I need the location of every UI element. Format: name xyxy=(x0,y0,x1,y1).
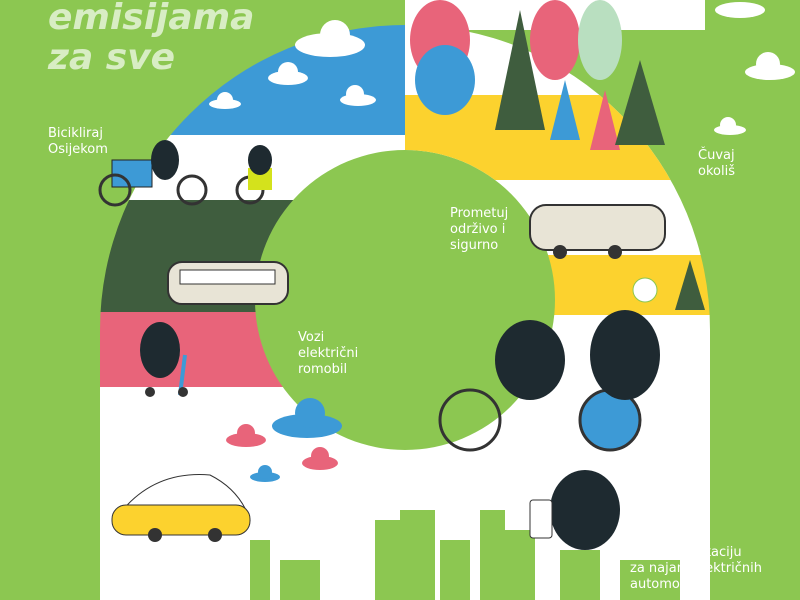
sky-clouds-colored xyxy=(226,398,342,482)
label-text: za najam električnih xyxy=(630,561,762,576)
label-transport: Prometuj održivo i sigurno xyxy=(450,206,508,254)
label-environment: Čuvaj okoliš xyxy=(698,148,735,180)
cargo-bike-illustration xyxy=(98,140,208,207)
scooter-illustration xyxy=(140,322,188,397)
label-text: održivo i xyxy=(450,222,506,237)
yellow-band-mid xyxy=(405,255,710,315)
wheelchair-illustration xyxy=(235,145,272,205)
label-text: Bicikliraj xyxy=(48,126,103,141)
label-text: romobil xyxy=(298,362,348,377)
title-line-1: emisijama xyxy=(48,0,255,38)
label-text: Prometuj xyxy=(450,206,509,221)
title-line-2: za sve xyxy=(48,37,176,78)
label-text: Vozi električni xyxy=(115,562,206,577)
label-app: Testiraj aplikaciju za najam električnih… xyxy=(630,545,762,593)
trees xyxy=(410,0,705,310)
label-scooter: Vozi električni romobil xyxy=(298,330,358,378)
phone-user-illustration xyxy=(529,470,620,550)
label-text: električni xyxy=(298,346,359,361)
label-text: Vozi xyxy=(298,330,325,345)
poster-title: emisijama za sve xyxy=(48,0,254,78)
clouds xyxy=(209,2,795,135)
tram-illustration xyxy=(167,261,289,305)
electric-car-illustration xyxy=(111,474,251,542)
label-text: Osijekom xyxy=(48,142,108,157)
city-silhouette xyxy=(250,510,680,600)
label-text: Testiraj aplikaciju xyxy=(630,545,742,560)
label-text: automobil xyxy=(115,578,181,593)
label-car: Vozi električni automobil xyxy=(115,562,206,594)
rickshaw-illustration xyxy=(438,310,660,452)
label-text: automobila xyxy=(630,577,704,592)
label-bike: Bicikliraj Osijekom xyxy=(48,126,108,158)
label-text: okoliš xyxy=(698,164,735,179)
bus-illustration xyxy=(529,204,666,259)
label-text: sigurno xyxy=(450,238,499,253)
label-text: Čuvaj xyxy=(698,148,735,163)
